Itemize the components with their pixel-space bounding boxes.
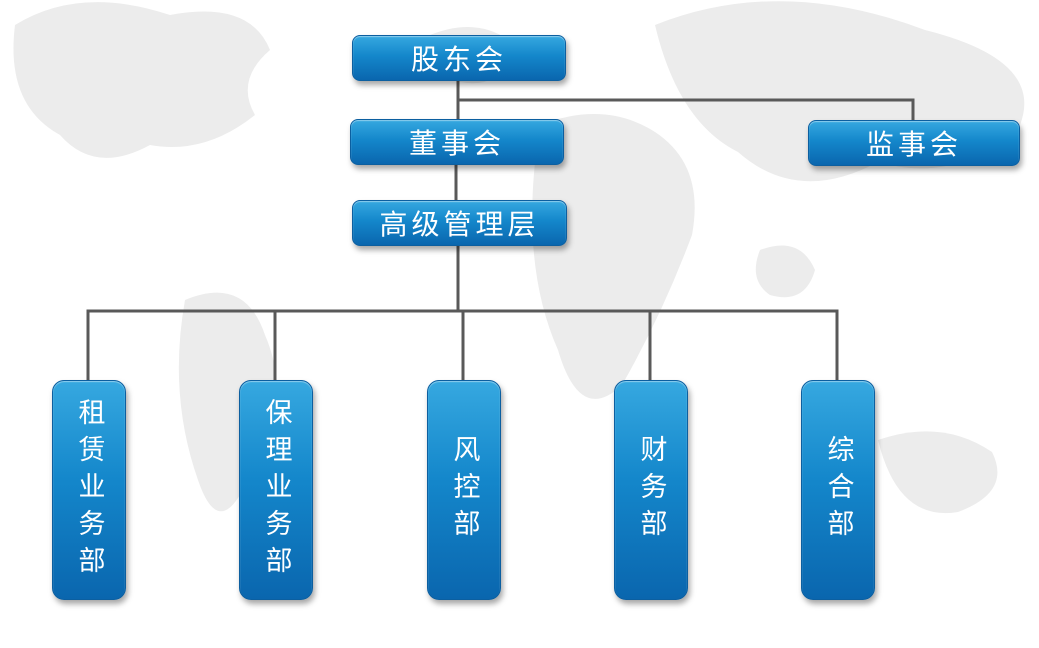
node-senior-management-label: 高级管理层: [379, 209, 540, 240]
node-dept-general-affairs: 综合部: [801, 380, 875, 600]
node-dept-general-label: 综合部: [823, 434, 854, 546]
node-shareholders: 股东会: [352, 35, 566, 81]
node-dept-factoring-label: 保理业务部: [261, 397, 292, 583]
node-supervisory-label: 监事会: [865, 129, 962, 160]
node-board-of-directors: 董事会: [350, 119, 564, 165]
node-board-label: 董事会: [408, 128, 505, 159]
node-dept-leasing-business: 租赁业务部: [52, 380, 126, 600]
node-dept-leasing-label: 租赁业务部: [74, 397, 105, 583]
node-dept-finance: 财务部: [614, 380, 688, 600]
node-dept-factoring-business: 保理业务部: [239, 380, 313, 600]
node-supervisory-board: 监事会: [808, 120, 1020, 166]
node-senior-management: 高级管理层: [352, 200, 567, 246]
node-dept-risk-control: 风控部: [427, 380, 501, 600]
node-shareholders-label: 股东会: [410, 44, 507, 75]
node-dept-finance-label: 财务部: [636, 434, 667, 546]
node-dept-risk-control-label: 风控部: [449, 434, 480, 546]
